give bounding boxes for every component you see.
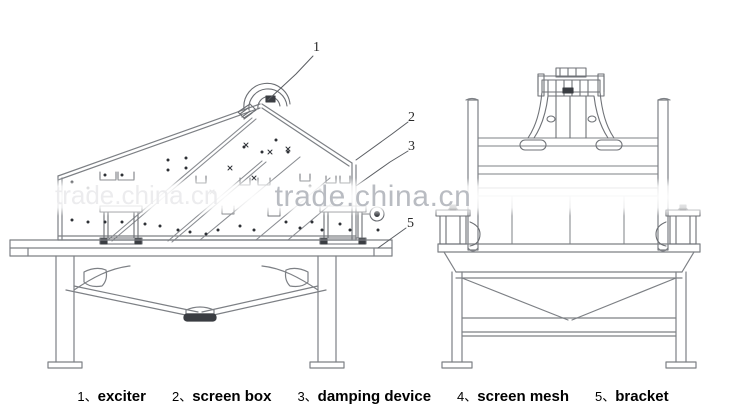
right-bracket-structure [441, 251, 697, 369]
damping-device-front-right [655, 204, 701, 247]
callout-number-3: 3 [408, 139, 415, 154]
lower-posts [511, 195, 625, 245]
damping-device-front-left [435, 204, 481, 247]
screen-box-outline [57, 103, 357, 241]
legend-item-exciter: 1、 exciter [77, 386, 146, 405]
leader-line-1 [267, 55, 314, 101]
legend-number-3: 3、 [297, 388, 318, 404]
callout-number-5: 5 [407, 216, 414, 231]
legend-label-bracket: bracket [615, 387, 669, 405]
side-walls [465, 97, 671, 252]
bracket-structure [47, 255, 345, 369]
legend-label-damping-device: damping device [317, 387, 432, 405]
body-tabs [99, 171, 351, 217]
callout-number-2: 2 [408, 110, 415, 125]
exciter-assembly [237, 82, 291, 120]
legend-number-5: 5、 [595, 388, 616, 404]
legend-label-screen-mesh: screen mesh [477, 387, 570, 405]
leader-line-5 [377, 227, 407, 249]
legend-number-1: 1、 [77, 388, 98, 404]
front-base-beam [437, 243, 701, 253]
damping-device-left [99, 205, 143, 245]
legend-label-screen-box: screen box [192, 387, 272, 405]
left-side-elevation [9, 82, 393, 369]
legend-number-2: 2、 [171, 388, 193, 404]
leader-line-2 [355, 121, 409, 161]
legend-row: 1、 exciter 2、 screen box 3、 damping devi… [0, 380, 746, 410]
legend-label-exciter: exciter [97, 387, 146, 405]
support-beam [9, 239, 393, 257]
legend-item-screen-mesh: 4、 screen mesh [457, 386, 569, 405]
weld-marks [209, 142, 291, 195]
legend-item-damping-device: 3、 damping device [297, 386, 431, 405]
screen-mesh-deck [107, 117, 345, 243]
legend-item-bracket: 5、 bracket [595, 386, 669, 405]
right-front-elevation [435, 67, 701, 369]
leader-line-3 [355, 150, 409, 187]
legend-item-screen-box: 2、 screen box [172, 386, 271, 405]
bolt-dots [70, 138, 380, 236]
exciter-housing-front [519, 67, 623, 151]
callout-number-1: 1 [313, 40, 320, 55]
deck-beams [477, 137, 659, 197]
legend-number-4: 4、 [457, 388, 478, 404]
